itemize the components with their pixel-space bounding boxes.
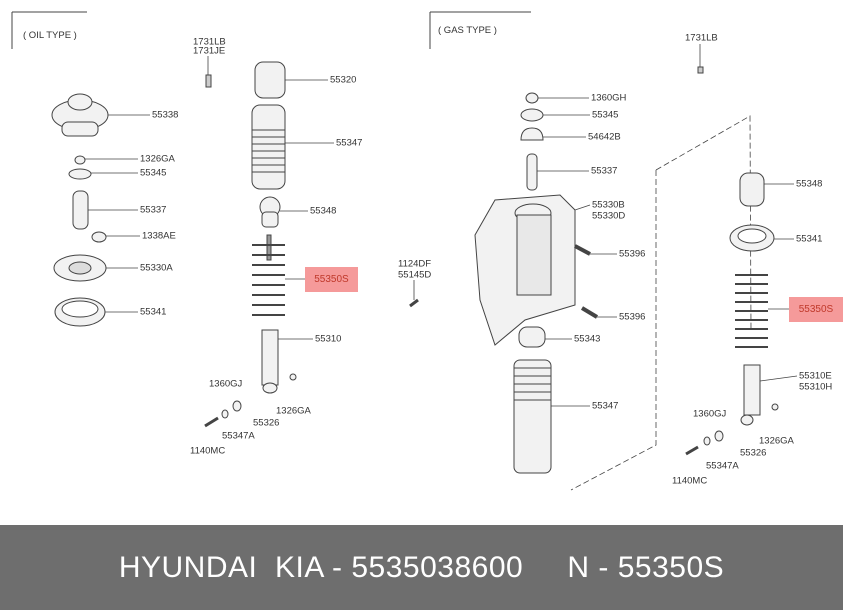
- part-label-1140mc[interactable]: 1140MC: [190, 445, 226, 457]
- part-label-55396[interactable]: 55396: [619, 311, 646, 323]
- part-label-1326ga[interactable]: 1326GA: [140, 153, 175, 165]
- part-label-1124df[interactable]: 1124DF: [398, 258, 432, 270]
- part-label-55337[interactable]: 55337: [591, 165, 618, 177]
- part-label-55345[interactable]: 55345: [592, 109, 619, 121]
- part-label-55310h[interactable]: 55310H: [799, 381, 833, 393]
- part-label-1731lb[interactable]: 1731LB: [193, 36, 226, 48]
- gas-type-heading: ( GAS TYPE ): [438, 25, 497, 36]
- part-label-55347a[interactable]: 55347A: [706, 460, 739, 472]
- part-label-55330d[interactable]: 55330D: [592, 210, 626, 222]
- part-label-55341[interactable]: 55341: [796, 233, 823, 245]
- part-label-54642b[interactable]: 54642B: [588, 131, 621, 143]
- oil-type-heading: ( OIL TYPE ): [23, 30, 77, 41]
- part-label-55330a[interactable]: 55330A: [140, 262, 173, 274]
- part-label-55326[interactable]: 55326: [253, 417, 280, 429]
- oil-parts: [51, 61, 297, 428]
- part-label-1360gj[interactable]: 1360GJ: [693, 408, 727, 420]
- exploded-view-drawing: [11, 11, 798, 491]
- part-label-55341[interactable]: 55341: [140, 306, 167, 318]
- part-label-1731je[interactable]: 1731JE: [193, 45, 226, 57]
- part-label-55343[interactable]: 55343: [574, 333, 601, 345]
- part-label-1326ga[interactable]: 1326GA: [759, 435, 794, 447]
- part-label-55348[interactable]: 55348: [310, 205, 337, 217]
- leader-lines: [85, 44, 798, 407]
- part-label-55320[interactable]: 55320: [330, 74, 357, 86]
- part-label-55348[interactable]: 55348: [796, 178, 823, 190]
- gas-parts: [409, 66, 779, 474]
- highlighted-part-oil[interactable]: 55350S: [305, 267, 358, 292]
- part-label-55310e[interactable]: 55310E: [799, 370, 832, 382]
- part-label-55347[interactable]: 55347: [336, 137, 363, 149]
- part-label-55347a[interactable]: 55347A: [222, 430, 255, 442]
- part-label-55396[interactable]: 55396: [619, 248, 646, 260]
- leader-line: [759, 375, 798, 382]
- highlighted-part-gas[interactable]: 55350S: [789, 297, 843, 322]
- part-label-55337[interactable]: 55337: [140, 204, 167, 216]
- part-label-55338[interactable]: 55338: [152, 109, 179, 121]
- part-label-1360gh[interactable]: 1360GH: [591, 92, 627, 104]
- part-label-1326ga[interactable]: 1326GA: [276, 405, 311, 417]
- part-label-55330b[interactable]: 55330B: [592, 199, 625, 211]
- leader-line: [574, 204, 591, 211]
- part-label-1731lb[interactable]: 1731LB: [685, 32, 718, 44]
- part-label-1360gj[interactable]: 1360GJ: [209, 378, 243, 390]
- part-label-55310[interactable]: 55310: [315, 333, 342, 345]
- part-label-1338ae[interactable]: 1338AE: [142, 230, 176, 242]
- part-label-55145d[interactable]: 55145D: [398, 269, 432, 281]
- part-label-55345[interactable]: 55345: [140, 167, 167, 179]
- part-label-1140mc[interactable]: 1140MC: [672, 475, 708, 487]
- part-label-55347[interactable]: 55347: [592, 400, 619, 412]
- footer-part-number: HYUNDAI KIA - 5535038600 N - 55350S: [0, 525, 843, 610]
- part-label-55326[interactable]: 55326: [740, 447, 767, 459]
